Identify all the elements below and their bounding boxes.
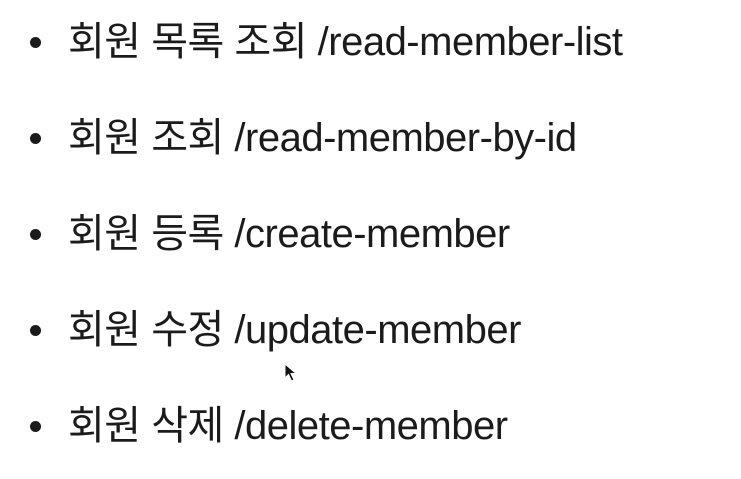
list-item: 회원 등록 /create-member — [30, 206, 735, 262]
endpoint-list: 회원 목록 조회 /read-member-list 회원 조회 /read-m… — [30, 14, 735, 454]
list-item: 회원 조회 /read-member-by-id — [30, 110, 735, 166]
list-item: 회원 수정 /update-member — [30, 302, 735, 358]
list-item-text: 회원 수정 /update-member — [68, 308, 521, 352]
list-item-text: 회원 목록 조회 /read-member-list — [68, 20, 623, 64]
list-item-text: 회원 삭제 /delete-member — [68, 404, 508, 448]
bullet-icon — [30, 324, 41, 336]
bullet-icon — [30, 36, 41, 48]
list-item: 회원 목록 조회 /read-member-list — [30, 14, 735, 70]
list-item: 회원 삭제 /delete-member — [30, 398, 735, 454]
bullet-icon — [30, 228, 41, 240]
bullet-icon — [30, 420, 41, 432]
list-item-text: 회원 등록 /create-member — [68, 212, 510, 256]
bullet-icon — [30, 132, 41, 144]
mouse-pointer-icon — [284, 363, 298, 382]
list-item-text: 회원 조회 /read-member-by-id — [68, 116, 577, 160]
